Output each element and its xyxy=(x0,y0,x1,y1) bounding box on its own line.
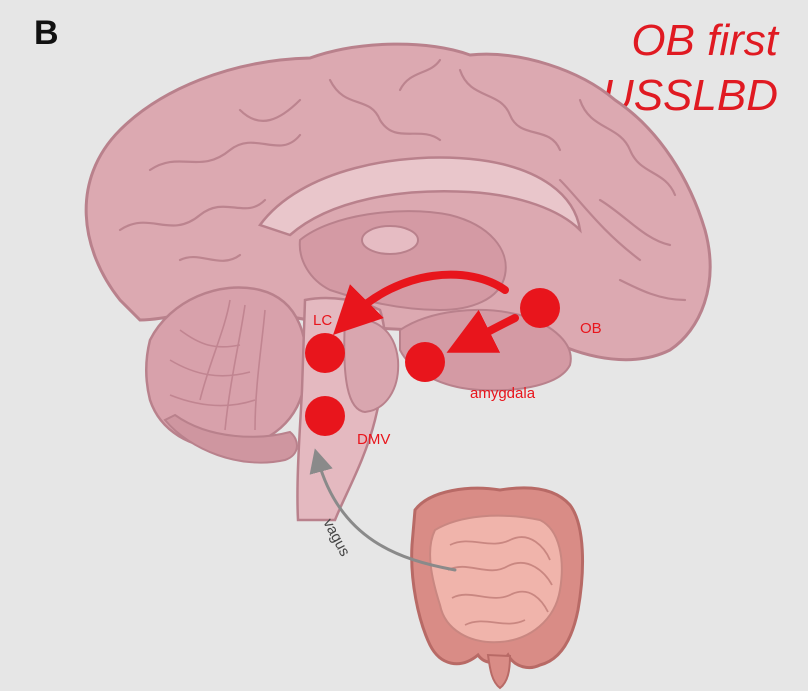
dmv-label: DMV xyxy=(357,431,390,448)
dmv-marker xyxy=(305,396,345,436)
ob-marker xyxy=(520,288,560,328)
lc-label: LC xyxy=(313,312,332,329)
title-line-1: OB first xyxy=(631,16,779,65)
amygdala-marker xyxy=(405,342,445,382)
panel-label: B xyxy=(34,14,59,52)
lc-marker xyxy=(305,333,345,373)
ob-label: OB xyxy=(580,320,602,337)
amygdala-label: amygdala xyxy=(470,385,536,402)
thalamus xyxy=(362,226,418,254)
